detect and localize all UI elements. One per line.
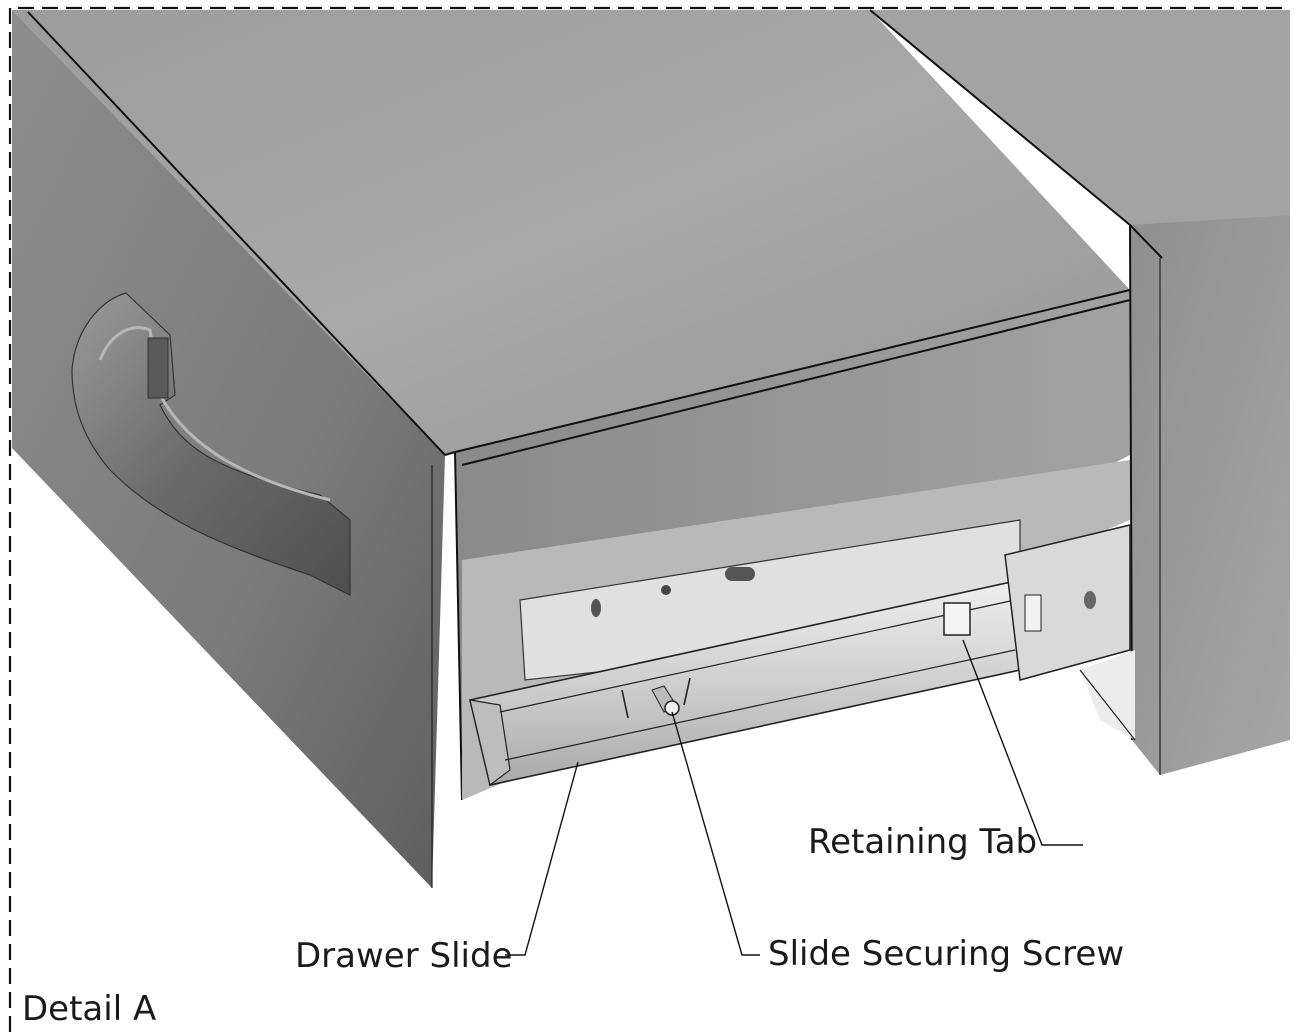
cabinet-top-surface — [870, 10, 1290, 258]
leader-retaining-tab — [962, 639, 1083, 846]
slide-securing-screw — [621, 677, 691, 719]
leader-slide-screw — [671, 711, 760, 956]
cabinet-opening — [1080, 650, 1135, 740]
callout-slide-securing-screw: Slide Securing Screw — [768, 934, 1124, 974]
retaining-tab — [943, 602, 971, 636]
drawer-front-panel — [12, 10, 445, 888]
drawer-top-surface — [12, 10, 1130, 455]
callout-drawer-slide: Drawer Slide — [295, 936, 512, 976]
drawer-handle — [71, 292, 351, 596]
cabinet-slide-member — [1004, 524, 1131, 681]
callout-retaining-tab: Retaining Tab — [808, 822, 1037, 862]
cabinet-side-panel — [1130, 215, 1290, 775]
detail-border — [8, 6, 1288, 1032]
detail-title: Detail A — [22, 989, 156, 1029]
leader-drawer-slide — [505, 761, 579, 956]
